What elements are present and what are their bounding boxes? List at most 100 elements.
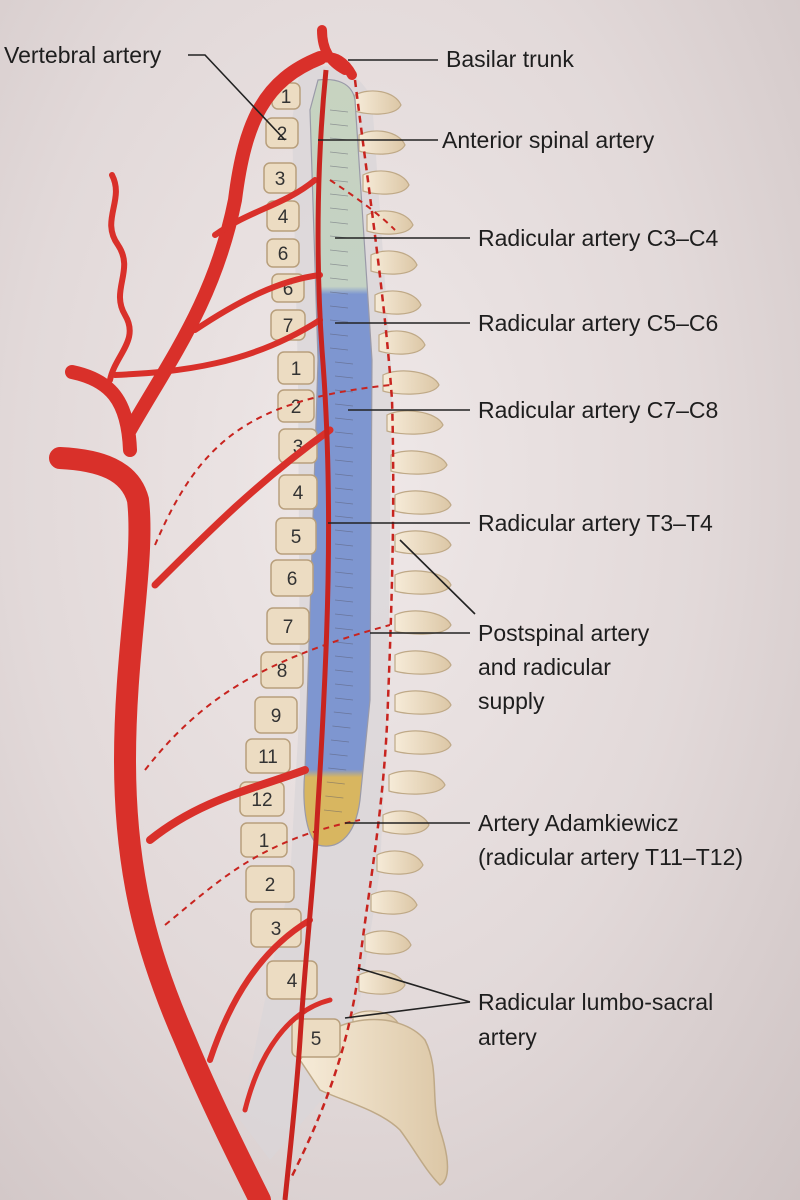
rootlet-tick — [334, 585, 354, 589]
vertebra-number: 7 — [283, 617, 294, 638]
label-postspinal-1: Postspinal artery — [478, 620, 650, 646]
vertebra-number: 5 — [291, 527, 302, 548]
spinous-process — [358, 130, 406, 155]
label-radicular-t3-t4: Radicular artery T3–T4 — [478, 510, 713, 536]
rootlet-tick — [334, 529, 354, 533]
spinous-process — [362, 170, 410, 195]
spinous-process — [376, 850, 424, 875]
vertebra-number: 1 — [291, 359, 302, 380]
spinous-process — [378, 330, 426, 355]
label-radicular-c5-c6: Radicular artery C5–C6 — [478, 310, 719, 336]
vertebra-cervical-2 — [265, 117, 299, 149]
vertebra-number: 3 — [275, 169, 286, 190]
rootlet-tick — [334, 459, 354, 463]
spinal-cord — [303, 78, 373, 847]
spinous-process — [358, 970, 406, 995]
vertebra-cervical-5 — [266, 238, 300, 268]
rootlet-tick — [325, 795, 344, 799]
vertebra-number: 4 — [278, 207, 289, 228]
rootlet-tick — [329, 291, 349, 295]
label-basilar-trunk: Basilar trunk — [446, 46, 574, 72]
rootlet-tick — [329, 179, 349, 183]
label-lumbosacral-2: artery — [478, 1024, 537, 1050]
spinous-process — [354, 90, 402, 115]
label-anterior-spinal-artery: Anterior spinal artery — [442, 127, 655, 153]
rootlet-tick — [329, 305, 349, 309]
vertebra-thoracic-7 — [266, 607, 310, 645]
vertebra-lumbar-5 — [291, 1018, 341, 1058]
vertebra-number: 3 — [293, 437, 304, 458]
rootlet-tick — [329, 165, 349, 169]
rootlet-tick — [334, 473, 354, 477]
vertebra-number: 12 — [251, 790, 272, 811]
rootlet-tick — [334, 543, 354, 547]
rootlet-tick — [334, 487, 354, 491]
rootlet-tick — [329, 123, 349, 127]
spinous-processes — [352, 90, 452, 1035]
cord-rootlets — [323, 109, 354, 813]
rootlet-tick — [332, 725, 351, 729]
label-adamkiewicz-1: Artery Adamkiewicz — [478, 810, 679, 836]
label-lumbosacral-1: Radicular lumbo-sacral — [478, 989, 714, 1015]
vertebra-number: 6 — [283, 279, 294, 300]
rootlet-tick — [334, 445, 354, 449]
spinous-process — [388, 770, 446, 795]
vertebra-lumbar-2 — [245, 865, 295, 903]
vertebra-number: 5 — [311, 1029, 322, 1050]
main-artery — [49, 447, 271, 1200]
vertebra-number: 2 — [277, 124, 288, 145]
label-postspinal-3: supply — [478, 688, 545, 714]
vertebra-thoracic-3 — [278, 428, 318, 464]
basilar-trunk — [317, 25, 357, 80]
rootlet-tick — [334, 683, 354, 687]
rootlet-tick — [334, 375, 354, 379]
vertebra-number: 4 — [293, 483, 304, 504]
rootlet-tick — [330, 739, 350, 743]
rootlet-tick — [329, 151, 349, 155]
rootlet-tick — [329, 333, 349, 337]
vertebra-thoracic-6 — [270, 559, 314, 597]
rootlet-tick — [334, 669, 354, 673]
rootlet-tick — [334, 431, 354, 435]
radicular-branches — [112, 177, 334, 1113]
postspinal-artery — [288, 79, 395, 1181]
vertebra-number: 6 — [287, 569, 298, 590]
vertebra-cervical-3 — [263, 162, 297, 194]
vertebra-number: 6 — [278, 244, 289, 265]
vertebra-number: 2 — [265, 875, 276, 896]
vertebra-number: 8 — [277, 661, 288, 682]
rootlet-tick — [334, 557, 354, 561]
rootlet-tick — [334, 417, 354, 421]
rootlet-tick — [334, 571, 354, 575]
rootlet-tick — [329, 207, 349, 211]
spinous-process — [382, 370, 440, 395]
spinous-process — [394, 490, 452, 515]
label-postspinal-2: and radicular — [478, 654, 611, 680]
leader-lines — [188, 54, 476, 1019]
vertebra-number: 2 — [291, 397, 302, 418]
spinous-process — [366, 210, 414, 235]
wavy-artery — [107, 172, 133, 383]
rootlet-tick — [329, 347, 349, 351]
rootlet-tick — [329, 193, 349, 197]
rootlet-tick — [329, 221, 349, 225]
label-radicular-c3-c4: Radicular artery C3–C4 — [478, 225, 719, 251]
rootlet-tick — [334, 613, 354, 617]
rootlet-tick — [329, 319, 349, 323]
rootlet-tick — [334, 361, 354, 365]
vertebra-thoracic-10 — [245, 738, 291, 774]
rootlet-tick — [328, 767, 347, 771]
spinous-process — [364, 930, 412, 955]
rootlet-tick — [329, 249, 349, 253]
spinous-process — [394, 730, 452, 755]
rootlet-tick — [333, 711, 352, 715]
vertebra-number: 11 — [258, 747, 278, 768]
vertebra-number: 1 — [259, 831, 270, 852]
vertebra-lumbar-1 — [240, 822, 288, 858]
vertebra-thoracic-2 — [277, 389, 315, 423]
vertebra-number: 3 — [271, 919, 282, 940]
rootlet-tick — [329, 263, 349, 267]
rootlet-tick — [329, 277, 349, 281]
